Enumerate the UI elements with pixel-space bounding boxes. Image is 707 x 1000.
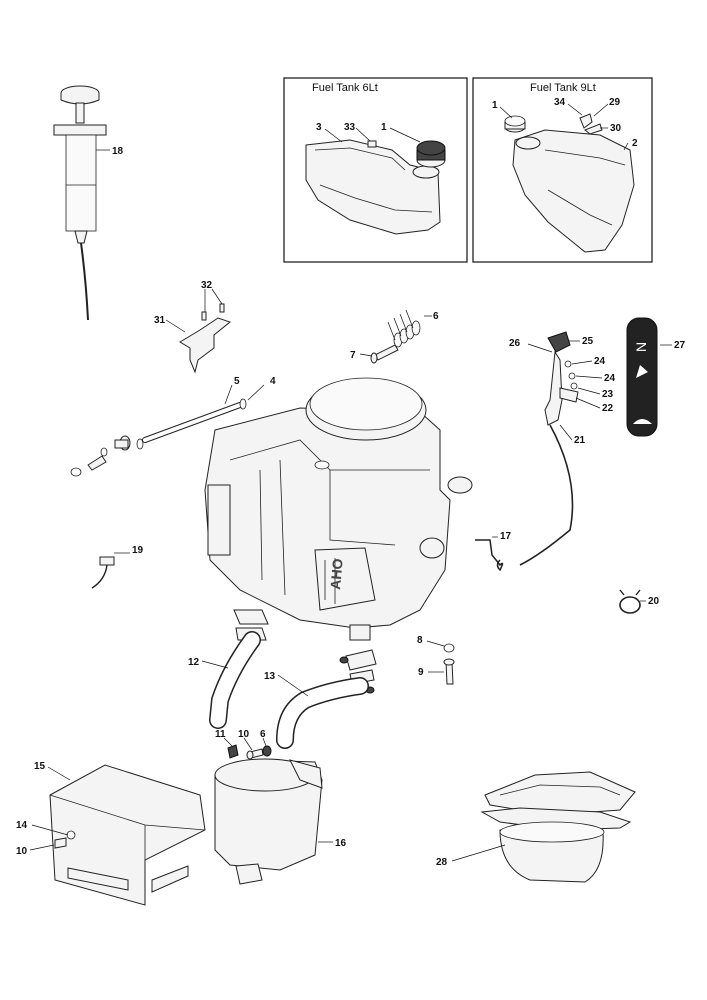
callout-23: 23 bbox=[602, 389, 614, 400]
callout-22: 22 bbox=[602, 403, 614, 414]
return-spring: 17 bbox=[475, 531, 512, 572]
callout-7: 7 bbox=[350, 350, 356, 361]
callout-8: 8 bbox=[417, 635, 423, 646]
callout-16: 16 bbox=[335, 838, 347, 849]
callout-13: 13 bbox=[264, 671, 276, 682]
callout-6a: 6 bbox=[433, 311, 439, 322]
bolt-and-washer-8-9: 8 9 bbox=[417, 635, 455, 685]
fuel-cap-9lt bbox=[504, 115, 526, 133]
fuel-cap-6lt bbox=[416, 140, 446, 168]
fuel-tank-9lt-inset: Fuel Tank 9Lt 1 34 29 30 2 bbox=[472, 77, 653, 263]
callout-24a: 24 bbox=[594, 356, 606, 367]
engine: ΑΗΟ bbox=[204, 377, 473, 641]
callout-5: 5 bbox=[234, 376, 240, 387]
callout-34: 34 bbox=[554, 97, 566, 108]
throttle-decal: N 27 bbox=[626, 317, 686, 437]
callout-29: 29 bbox=[609, 97, 621, 108]
exhaust-pipe-13: 13 bbox=[264, 649, 377, 749]
callout-10a: 10 bbox=[238, 729, 250, 740]
exhaust-pipe-12: 12 bbox=[188, 609, 269, 729]
callout-1b: 1 bbox=[492, 100, 498, 111]
callout-33: 33 bbox=[344, 122, 356, 133]
callout-6b: 6 bbox=[260, 729, 266, 740]
fuel-tank-6lt-inset: Fuel Tank 6Lt 3 33 1 bbox=[283, 77, 468, 263]
throttle-control: 26 25 24 24 23 22 21 bbox=[509, 331, 616, 566]
callout-26: 26 bbox=[509, 338, 521, 349]
callout-32: 32 bbox=[201, 280, 213, 291]
callout-21: 21 bbox=[574, 435, 586, 446]
callout-25: 25 bbox=[582, 336, 594, 347]
callout-3: 3 bbox=[316, 122, 322, 133]
base-guard: 28 bbox=[436, 771, 636, 883]
mounting-bracket: 32 31 bbox=[154, 280, 232, 374]
callout-15: 15 bbox=[34, 761, 46, 772]
decal-letter: N bbox=[633, 342, 649, 352]
callout-10b: 10 bbox=[16, 846, 28, 857]
callout-9: 9 bbox=[418, 667, 424, 678]
callout-4: 4 bbox=[270, 376, 276, 387]
fuel-tank-6lt-title: Fuel Tank 6Lt bbox=[312, 82, 378, 94]
callout-27: 27 bbox=[674, 340, 686, 351]
callout-30: 30 bbox=[610, 123, 622, 134]
callout-17: 17 bbox=[500, 531, 512, 542]
callout-2: 2 bbox=[632, 138, 638, 149]
fuel-syringe: 18 bbox=[53, 85, 124, 321]
callout-12: 12 bbox=[188, 657, 200, 668]
bolt-and-washers: 7 6 bbox=[350, 309, 439, 364]
callout-28: 28 bbox=[436, 857, 448, 868]
heat-shield: 15 14 10 bbox=[16, 761, 206, 906]
callout-11: 11 bbox=[215, 729, 226, 740]
nut-bolt-washer: 11 10 6 bbox=[215, 729, 272, 760]
callout-1a: 1 bbox=[381, 122, 387, 133]
callout-24b: 24 bbox=[604, 373, 616, 384]
callout-20: 20 bbox=[648, 596, 660, 607]
callout-14: 14 bbox=[16, 820, 28, 831]
callout-18: 18 bbox=[112, 146, 124, 157]
fuel-tank-9lt-title: Fuel Tank 9Lt bbox=[530, 82, 596, 94]
wire-clip: 19 bbox=[91, 545, 144, 589]
hose-clamp: 20 bbox=[619, 589, 660, 614]
callout-19: 19 bbox=[132, 545, 144, 556]
callout-31: 31 bbox=[154, 315, 166, 326]
engine-brand-mark: ΑΗΟ bbox=[327, 558, 346, 590]
fuel-line: 5 4 bbox=[70, 376, 276, 477]
muffler: 16 bbox=[214, 758, 347, 885]
